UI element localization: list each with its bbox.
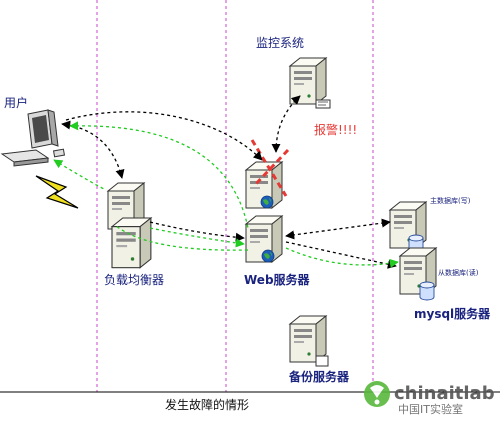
lightning-icon xyxy=(35,175,79,209)
alarm-label: 报警!!!! xyxy=(314,122,357,137)
black-flow-arrows xyxy=(61,95,397,269)
chinaitlab-logo: chinaitlab 中国IT实验室 xyxy=(364,381,495,416)
master-db-label: 主数据库(写) xyxy=(430,196,471,205)
slave-db-label: 从数据库(读) xyxy=(438,268,479,277)
zone-dividers xyxy=(96,0,374,392)
server-icon xyxy=(289,57,331,109)
user-label: 用户 xyxy=(4,95,28,110)
load-balancer-label: 负载均衡器 xyxy=(104,273,164,287)
mysql-label: mysql服务器 xyxy=(414,306,491,321)
failure-x-icon xyxy=(250,139,290,197)
database-icon xyxy=(419,281,435,301)
server-icon xyxy=(111,217,152,269)
green-flow-arrows xyxy=(53,121,399,268)
svg-text:中国IT实验室: 中国IT实验室 xyxy=(398,402,463,416)
web-server-label: Web服务器 xyxy=(244,272,311,287)
globe-icon xyxy=(261,249,275,263)
diagram-caption: 发生故障的情形 xyxy=(165,397,249,412)
globe-icon xyxy=(260,195,274,209)
server-icon xyxy=(289,315,329,367)
backup-label: 备份服务器 xyxy=(288,369,350,384)
svg-text:chinaitlab: chinaitlab xyxy=(394,383,495,404)
computer-icon xyxy=(0,109,66,167)
monitor-label: 监控系统 xyxy=(256,36,304,50)
